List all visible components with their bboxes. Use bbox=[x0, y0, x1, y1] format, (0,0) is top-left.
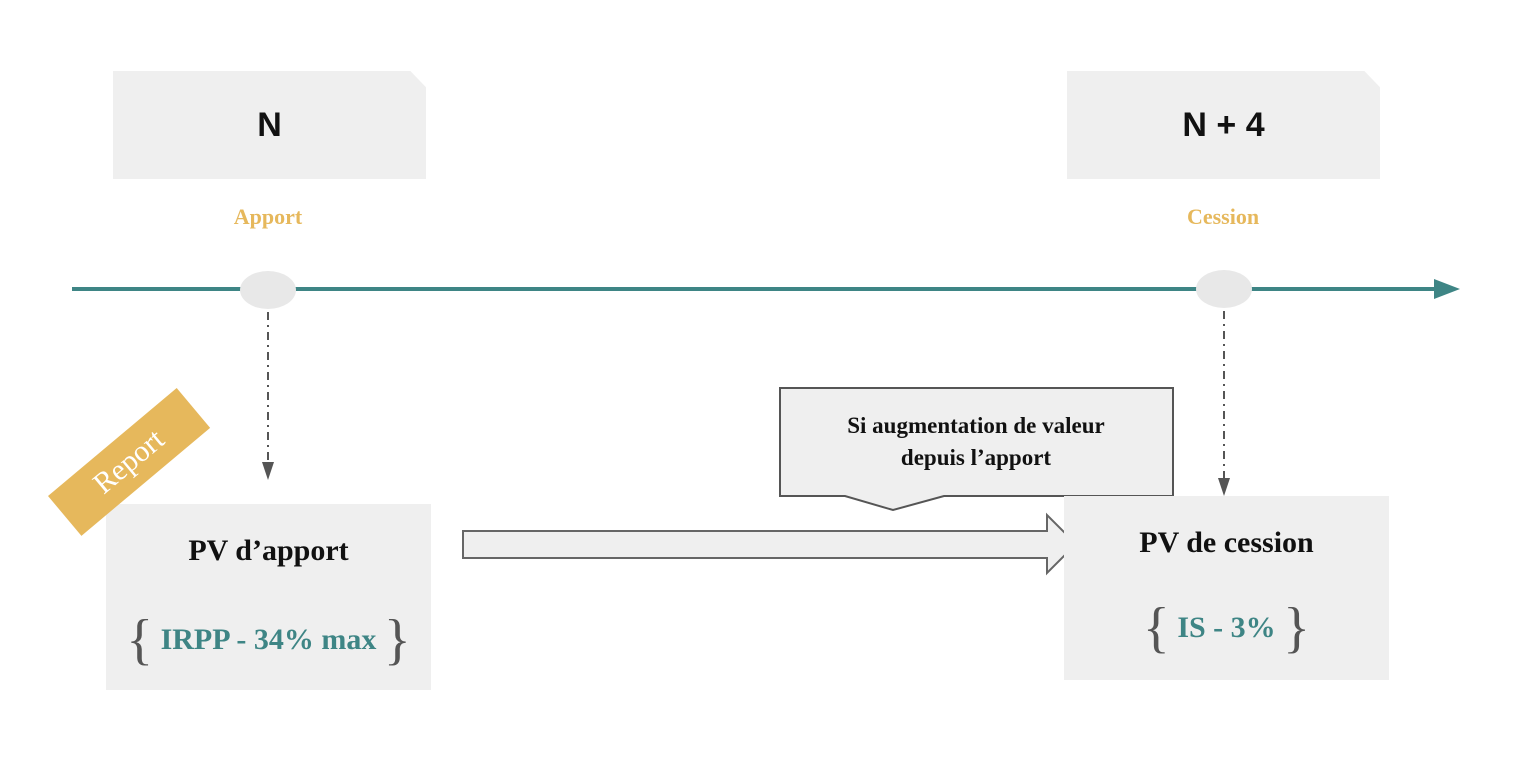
arrow-down-icon bbox=[1218, 478, 1230, 496]
callout-bubble bbox=[779, 387, 1174, 512]
pv-apport-box: PV d’apport { IRPP - 34% max } bbox=[106, 504, 431, 690]
year-label-end: N + 4 bbox=[1182, 105, 1265, 144]
arrow-right-icon bbox=[1434, 279, 1460, 299]
pv-cession-box: PV de cession { IS - 3% } bbox=[1064, 496, 1389, 680]
event-label-apport: Apport bbox=[233, 204, 303, 229]
brace-close: } bbox=[1283, 597, 1311, 659]
pv-cession-title: PV de cession bbox=[1139, 526, 1314, 559]
hollow-arrow-right-icon bbox=[462, 512, 1078, 576]
callout-line-2: depuis l’apport bbox=[900, 445, 1052, 470]
arrow-down-icon bbox=[262, 462, 274, 480]
brace-open: { bbox=[126, 609, 154, 671]
pv-apport-title: PV d’apport bbox=[188, 534, 349, 567]
timeline-node-apport bbox=[240, 271, 296, 309]
pv-apport-tax: IRPP - 34% max bbox=[160, 623, 377, 656]
brace-close: } bbox=[383, 609, 411, 671]
callout-line-1: Si augmentation de valeur bbox=[847, 413, 1105, 438]
callout-text: Si augmentation de valeur depuis l’appor… bbox=[780, 410, 1172, 474]
year-tab-start: N bbox=[113, 71, 426, 179]
year-label-start: N bbox=[257, 105, 282, 144]
event-label-cession: Cession bbox=[1186, 204, 1260, 229]
timeline-node-cession bbox=[1196, 270, 1252, 308]
pv-apport-tax-line: { IRPP - 34% max } bbox=[106, 612, 431, 668]
pv-cession-tax-line: { IS - 3% } bbox=[1064, 600, 1389, 656]
brace-open: { bbox=[1142, 597, 1170, 659]
pv-cession-tax: IS - 3% bbox=[1177, 611, 1276, 644]
year-tab-end: N + 4 bbox=[1067, 71, 1380, 179]
